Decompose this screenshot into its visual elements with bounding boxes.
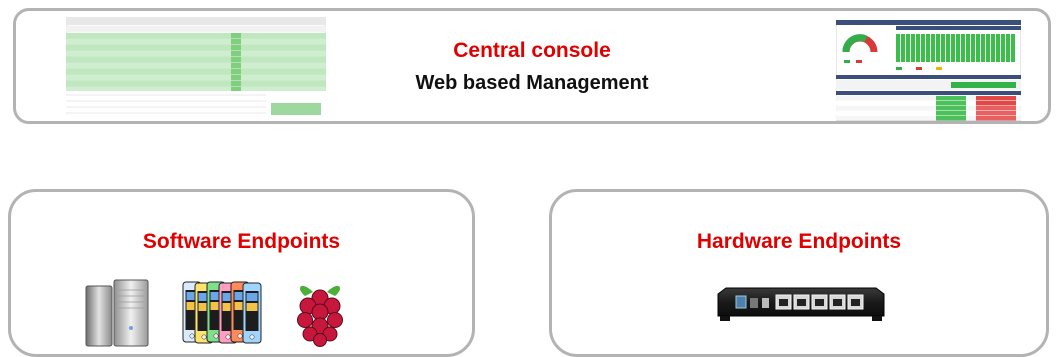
management-table-screenshot-icon — [66, 17, 326, 117]
server-tower-icon — [85, 279, 149, 347]
raspberry-pi-icon — [297, 285, 343, 347]
smartphones-icon — [182, 281, 262, 344]
hardware-endpoints-title: Hardware Endpoints — [696, 230, 902, 253]
hardware-endpoints-box: Hardware Endpoints — [549, 189, 1049, 357]
software-endpoints-box: Software Endpoints — [8, 189, 475, 357]
central-console-title: Central console — [453, 39, 611, 62]
web-management-subtitle: Web based Management — [415, 72, 649, 94]
network-appliance-icon — [717, 287, 885, 321]
central-console-box: Central console Web based Management — [13, 8, 1051, 124]
software-endpoints-title: Software Endpoints — [142, 230, 341, 253]
dashboard-screenshot-icon — [836, 20, 1021, 121]
